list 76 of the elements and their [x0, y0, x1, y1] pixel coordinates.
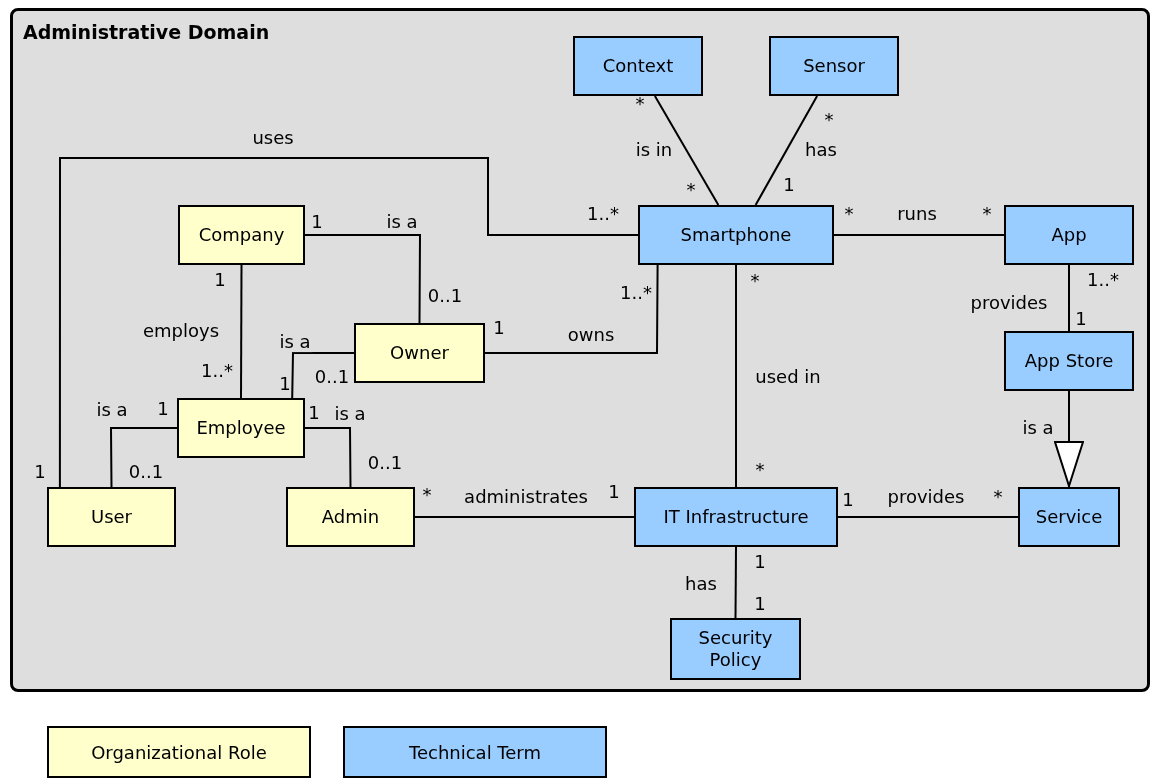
association-line: [837, 516, 1019, 518]
multiplicity: 0..1: [128, 463, 164, 481]
class-name: Company: [197, 223, 286, 247]
association-line: [414, 516, 635, 518]
multiplicity: *: [824, 111, 834, 129]
class-box: [286, 487, 415, 547]
class-box: [47, 487, 176, 547]
multiplicity: 1: [608, 483, 620, 501]
multiplicity: 1: [1075, 310, 1087, 328]
multiplicity: 1..*: [587, 205, 619, 223]
multiplicity: *: [755, 461, 765, 479]
multiplicity: *: [750, 272, 760, 290]
association-line: [653, 95, 720, 206]
class-name: App Store: [1023, 349, 1115, 373]
association-line: [833, 234, 1005, 236]
multiplicity: 1: [308, 404, 320, 422]
class-box: [634, 487, 838, 547]
class-box: [670, 618, 801, 680]
multiplicity: 1: [754, 595, 766, 613]
association-line: [735, 264, 737, 488]
multiplicity: 0..1: [314, 368, 350, 386]
multiplicity: 0..1: [367, 454, 403, 472]
class-name: Service: [1034, 505, 1104, 529]
association-line: [240, 264, 243, 399]
association-line: [734, 546, 737, 619]
class-box: [177, 398, 305, 458]
association-line: [291, 352, 355, 399]
multiplicity: 1..*: [620, 284, 652, 302]
class-box: [573, 36, 703, 96]
class-name: User: [90, 505, 133, 529]
multiplicity: 1: [214, 271, 226, 289]
multiplicity: 1: [311, 213, 323, 231]
multiplicity: 1: [493, 319, 505, 337]
multiplicity: *: [635, 95, 645, 113]
multiplicity: 1..*: [201, 362, 233, 380]
class-name: App: [1050, 223, 1088, 247]
multiplicity: *: [982, 205, 992, 223]
class-box: [354, 323, 485, 383]
class-box: [769, 36, 899, 96]
class-name: Context: [601, 54, 675, 78]
multiplicity: 1: [783, 176, 795, 194]
class-name: Owner: [389, 341, 450, 365]
class-box: [638, 205, 834, 265]
association-line: [1068, 264, 1070, 332]
legend-label: Technical Term: [409, 741, 541, 763]
class-name: Security Policy: [697, 626, 774, 672]
multiplicity: 0..1: [427, 287, 463, 305]
class-name: Sensor: [802, 54, 866, 78]
multiplicity: *: [686, 181, 696, 199]
class-name: Smartphone: [679, 223, 793, 247]
multiplicity: 1: [157, 400, 169, 418]
multiplicity: 1: [279, 375, 291, 393]
association-line: [58, 157, 639, 488]
legend-label: Organizational Role: [91, 741, 267, 763]
multiplicity: *: [844, 205, 854, 223]
multiplicity: 1: [754, 553, 766, 571]
multiplicity: *: [422, 486, 432, 504]
multiplicity: 1..*: [1087, 271, 1119, 289]
class-box: [178, 205, 305, 265]
association-line: [754, 95, 819, 206]
class-name: IT Infrastructure: [662, 505, 810, 529]
frame-title: Administrative Domain: [23, 21, 270, 43]
association-line: [110, 427, 178, 488]
multiplicity: *: [993, 488, 1003, 506]
class-box: [1004, 205, 1134, 265]
multiplicity: 1: [842, 491, 854, 509]
association-line: [304, 427, 352, 488]
class-box: [1018, 487, 1120, 547]
class-box: [1004, 331, 1134, 391]
class-name: Admin: [320, 505, 381, 529]
generalization-arrow: [1054, 390, 1084, 488]
association-line: [484, 264, 659, 354]
class-name: Employee: [195, 416, 287, 440]
domain-boundary: [10, 8, 1150, 692]
multiplicity: 1: [34, 463, 46, 481]
association-line: [304, 234, 421, 324]
